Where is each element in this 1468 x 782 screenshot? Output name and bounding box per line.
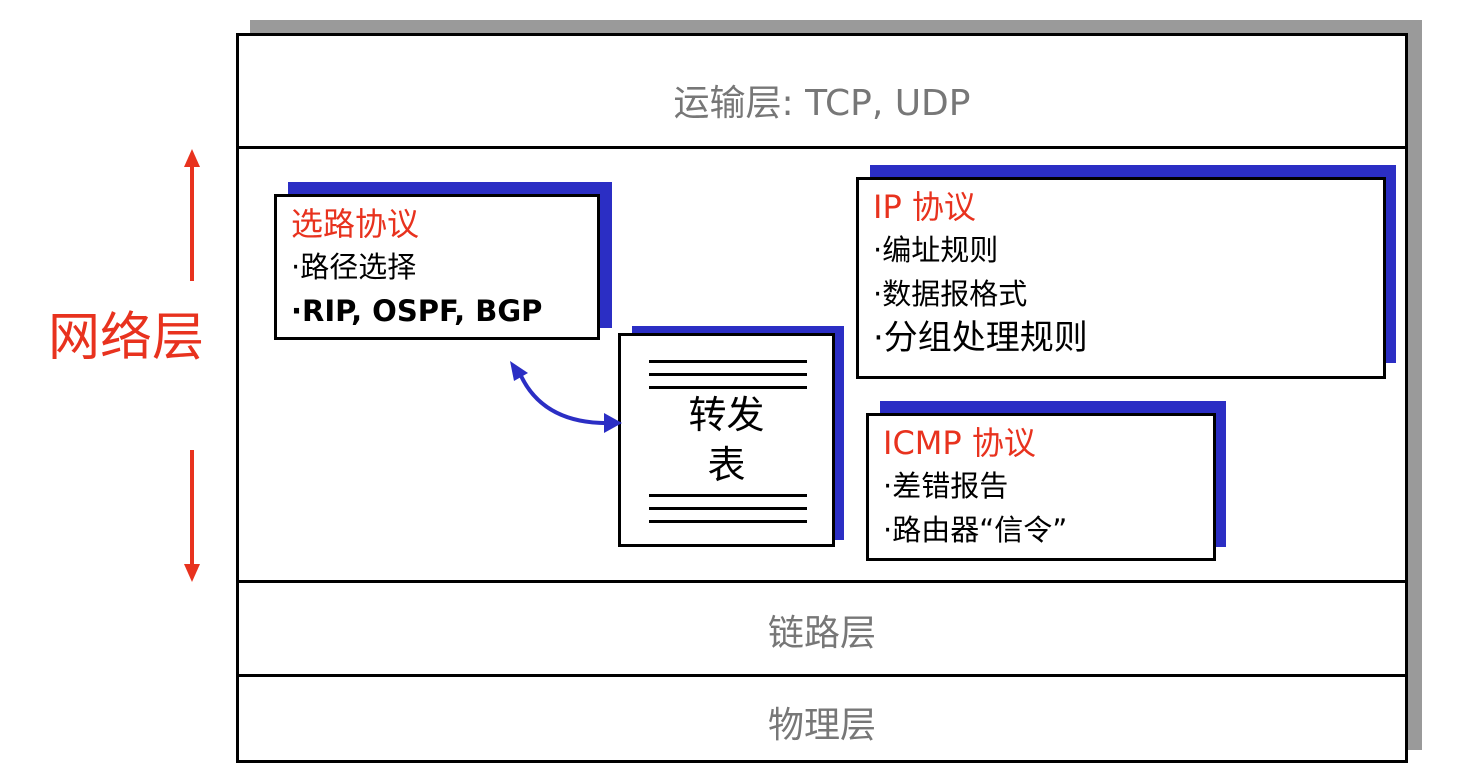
icmp-item: ·差错报告	[883, 469, 1009, 503]
ip-item: ·编址规则	[873, 233, 999, 267]
forwarding-table: 转发 表	[618, 333, 835, 547]
table-rule	[649, 360, 807, 363]
routing-protocol-box: 选路协议 ·路径选择 ·RIP, OSPF, BGP	[274, 194, 600, 340]
link-layer-label: 链路层	[767, 613, 876, 654]
link-divider	[239, 580, 1405, 583]
icmp-protocol-box: ICMP 协议 ·差错报告 ·路由器“信令”	[866, 413, 1216, 561]
ip-item: ·数据报格式	[873, 277, 1028, 311]
table-rule	[649, 386, 807, 389]
table-rule	[649, 494, 807, 497]
physical-divider	[239, 674, 1405, 677]
transport-layer-label: 运输层: TCP, UDP	[673, 83, 971, 124]
forwarding-table-label-line1: 转发	[688, 393, 765, 437]
ip-protocol-box: IP 协议 ·编址规则 ·数据报格式 ·分组处理规则	[856, 177, 1386, 379]
table-rule	[649, 373, 807, 376]
ip-title: IP 协议	[873, 188, 976, 226]
ip-item: ·分组处理规则	[873, 318, 1088, 358]
network-layer-arrows	[184, 149, 200, 582]
table-rule	[649, 520, 807, 523]
icmp-item: ·路由器“信令”	[883, 513, 1068, 547]
physical-layer-label: 物理层	[767, 705, 876, 746]
routing-title: 选路协议	[291, 205, 420, 243]
routing-to-table-arrow	[510, 361, 622, 433]
routing-item: ·路径选择	[291, 250, 417, 284]
transport-divider	[239, 146, 1405, 149]
table-rule	[649, 507, 807, 510]
forwarding-table-label-line2: 表	[707, 443, 746, 487]
routing-item: ·RIP, OSPF, BGP	[291, 294, 543, 328]
icmp-title: ICMP 协议	[883, 424, 1036, 462]
network-layer-label: 网络层	[48, 308, 205, 368]
